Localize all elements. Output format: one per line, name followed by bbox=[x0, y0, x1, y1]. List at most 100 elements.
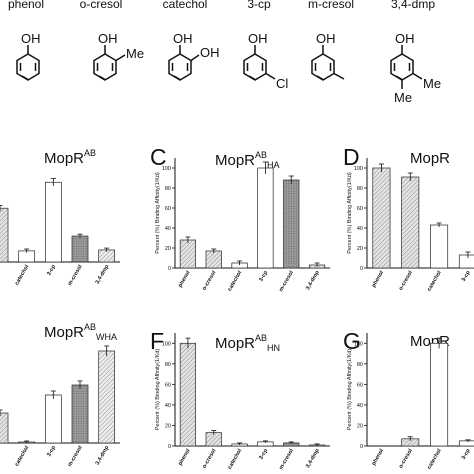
3-cp-oh-label: OH bbox=[248, 31, 268, 46]
y-tick-label: 80 bbox=[357, 186, 363, 192]
3-4-dmp-me-label-1: Me bbox=[423, 76, 441, 91]
bar-3-cp bbox=[44, 394, 62, 444]
bar-pattern-phenol bbox=[180, 343, 196, 446]
3-4-dmp-structure bbox=[390, 45, 423, 89]
x-tick-label-3-cp: 3-cp bbox=[46, 444, 57, 457]
bar-pattern-m-cresol bbox=[283, 180, 299, 268]
3-4-dmp-oh-label: OH bbox=[395, 31, 415, 46]
panel-f-title: MopRABHN bbox=[215, 333, 281, 353]
x-tick-label-catechol: catechol bbox=[14, 264, 31, 287]
y-tick-label: 100 bbox=[162, 166, 171, 172]
x-tick-label-3-cp: 3-cp bbox=[461, 447, 472, 460]
y-tick-label: 40 bbox=[165, 226, 171, 232]
y-tick-label: 0 bbox=[168, 266, 171, 272]
o-cresol-me-label: Me bbox=[126, 46, 144, 61]
bar-pattern-o-cresol bbox=[0, 413, 8, 443]
x-tick-label-o-cresol: o-cresol bbox=[202, 270, 218, 292]
y-tick-label: 40 bbox=[357, 226, 363, 232]
bar-pattern-phenol bbox=[372, 168, 391, 268]
phenol-oh-label: OH bbox=[21, 31, 41, 46]
y-tick-label: 40 bbox=[357, 403, 363, 409]
molecule-name-phenol: phenol bbox=[7, 0, 45, 11]
bar-catechol bbox=[430, 224, 449, 269]
y-tick-label: 100 bbox=[354, 166, 363, 172]
y-tick-label: 40 bbox=[165, 403, 171, 409]
bar-3-cp bbox=[257, 167, 274, 269]
y-tick-label: 80 bbox=[165, 362, 171, 368]
phenol-structure bbox=[16, 45, 40, 81]
x-tick-label-phenol: phenol bbox=[177, 270, 191, 289]
o-cresol-structure bbox=[93, 45, 126, 81]
x-tick-label-catechol: catechol bbox=[227, 448, 244, 471]
molecule-name-m-cresol: m-cresol bbox=[307, 0, 355, 11]
x-tick-label-o-cresol: o-cresol bbox=[398, 270, 414, 292]
bar-pattern-o-cresol bbox=[401, 177, 419, 268]
y-axis-label: Percent (%) Binding Affinity(1/Kd) bbox=[347, 172, 353, 254]
molecule-structures: OH OH Me OH OH OH Cl OH OH Me Me bbox=[16, 31, 441, 105]
3-4-dmp-me-label-2: Me bbox=[394, 90, 412, 105]
bar-pattern-3,4-dmp bbox=[98, 249, 115, 262]
x-tick-label-catechol: catechol bbox=[426, 448, 443, 471]
bar-pattern-phenol bbox=[180, 240, 196, 268]
panel-f-letter: F bbox=[150, 328, 165, 354]
x-tick-label-o-cresol: o-cresol bbox=[202, 448, 218, 470]
y-tick-label: 0 bbox=[360, 444, 363, 450]
x-tick-label-phenol: phenol bbox=[371, 270, 385, 289]
bar-pattern-o-cresol bbox=[401, 438, 419, 446]
x-tick-label-3,4-dmp: 3,4-dmp bbox=[305, 269, 321, 291]
x-tick-label-o-cresol: o-cresol bbox=[398, 448, 414, 470]
x-tick-label-3-cp: 3-cp bbox=[461, 269, 472, 282]
x-tick-label-3-cp: 3-cp bbox=[46, 263, 57, 276]
y-tick-label: 100 bbox=[162, 341, 171, 347]
panel-c-letter: C bbox=[150, 144, 167, 170]
m-cresol-oh-label: OH bbox=[316, 31, 336, 46]
x-tick-label-3,4-dmp: 3,4-dmp bbox=[305, 447, 321, 469]
panel-b-title: MopRAB bbox=[44, 148, 97, 167]
panel-g-letter: G bbox=[343, 328, 361, 354]
bar-3-cp bbox=[44, 181, 62, 263]
y-axis-label: Percent (%) Binding Affinity(1/Kd) bbox=[347, 349, 353, 431]
x-tick-label-3-cp: 3-cp bbox=[258, 269, 269, 282]
molecule-name-o-cresol: o-cresol bbox=[79, 0, 123, 11]
y-axis-label: Percent (%) Binding Affinity(1/Kd) bbox=[155, 172, 161, 254]
m-cresol-structure bbox=[311, 45, 345, 81]
panel-d-title: MopR bbox=[410, 150, 451, 167]
panel-e-title: MopRABWHA bbox=[44, 322, 118, 342]
3-cp-structure bbox=[243, 45, 276, 81]
bar-pattern-o-cresol bbox=[206, 251, 222, 268]
molecule-name-3-cp: 3-cp bbox=[247, 0, 271, 11]
y-tick-label: 60 bbox=[165, 206, 171, 212]
bar-pattern-m-cresol bbox=[283, 442, 299, 446]
bar-pattern-m-cresol bbox=[72, 385, 88, 443]
x-tick-label-phenol: phenol bbox=[177, 448, 191, 467]
bar-pattern-m-cresol bbox=[72, 236, 88, 262]
y-tick-label: 20 bbox=[357, 423, 363, 429]
bar-pattern-o-cresol bbox=[0, 208, 8, 262]
x-tick-label-catechol: catechol bbox=[426, 270, 443, 293]
molecule-name-3-4-dmp: 3,4-dmp bbox=[390, 0, 436, 11]
x-tick-label-m-cresol: m-cresol bbox=[67, 264, 84, 287]
y-tick-label: 100 bbox=[354, 341, 363, 347]
y-tick-label: 20 bbox=[165, 423, 171, 429]
x-tick-label-m-cresol: m-cresol bbox=[278, 448, 295, 471]
x-tick-label-3,4-dmp: 3,4-dmp bbox=[95, 263, 111, 285]
y-tick-label: 20 bbox=[165, 246, 171, 252]
bar-3-cp bbox=[458, 440, 474, 447]
y-tick-label: 80 bbox=[357, 362, 363, 368]
bar-catechol bbox=[430, 342, 449, 447]
y-axis-label: Percent (%) Binding Affinity(1/Kd) bbox=[155, 349, 161, 431]
catechol-oh-label-2: OH bbox=[200, 45, 220, 60]
x-tick-label-m-cresol: m-cresol bbox=[67, 445, 84, 468]
x-tick-label-phenol: phenol bbox=[371, 448, 385, 467]
catechol-oh-label-1: OH bbox=[173, 31, 193, 46]
catechol-structure bbox=[168, 45, 200, 81]
x-tick-label-m-cresol: m-cresol bbox=[278, 270, 295, 293]
3-cp-cl-label: Cl bbox=[276, 76, 288, 91]
